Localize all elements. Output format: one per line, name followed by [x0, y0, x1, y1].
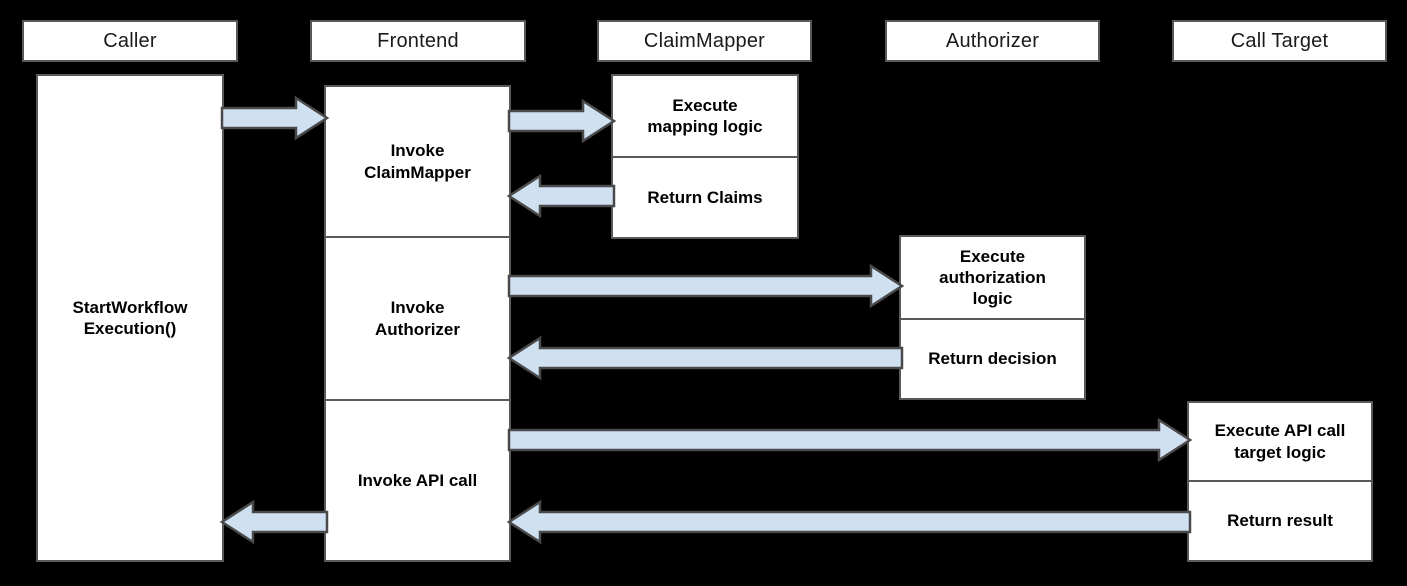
- activation-label-return-claims: Return Claims: [647, 187, 763, 207]
- activation-label-invoke-claimmapper: Invoke ClaimMapper: [364, 141, 471, 182]
- activation-label-execute-mapping-logic: Execute mapping logic: [647, 95, 763, 136]
- message-arrow-calltarget-to-frontend[interactable]: [506, 499, 1192, 545]
- lifeline-header-caller-label: Caller: [103, 29, 157, 52]
- activation-label-return-decision: Return decision: [928, 349, 1057, 369]
- lifeline-header-claimmapper-label: ClaimMapper: [643, 29, 766, 52]
- activation-caller[interactable]: StartWorkflow Execution(): [36, 74, 224, 562]
- activation-claimmapper[interactable]: Execute mapping logic Return Claims: [611, 74, 799, 239]
- lifeline-header-frontend-label: Frontend: [377, 29, 459, 52]
- lifeline-header-frontend[interactable]: Frontend: [310, 20, 526, 62]
- segment-divider: [1189, 480, 1371, 482]
- message-arrow-frontend-to-calltarget[interactable]: [507, 417, 1193, 463]
- segment-divider: [901, 318, 1084, 320]
- lifeline-header-calltarget-label: Call Target: [1230, 29, 1329, 52]
- activation-label-startworkflow-execution: StartWorkflow Execution(): [72, 297, 188, 338]
- activation-label-execute-api-call-target-logic: Execute API call target logic: [1214, 421, 1346, 462]
- message-arrow-frontend-to-caller[interactable]: [219, 499, 329, 545]
- activation-label-invoke-api-call: Invoke API call: [357, 470, 478, 490]
- activation-label-execute-authorization-logic: Execute authorization logic: [939, 246, 1046, 309]
- segment-divider: [326, 399, 509, 401]
- lifeline-header-authorizer-label: Authorizer: [945, 29, 1040, 52]
- lifeline-header-claimmapper[interactable]: ClaimMapper: [597, 20, 812, 62]
- message-arrow-claimmapper-to-frontend[interactable]: [506, 173, 616, 219]
- segment-divider: [326, 236, 509, 238]
- activation-label-return-result: Return result: [1227, 511, 1333, 531]
- segment-divider: [613, 156, 797, 158]
- activation-frontend[interactable]: Invoke ClaimMapper Invoke Authorizer Inv…: [324, 85, 511, 562]
- message-arrow-frontend-to-claimmapper[interactable]: [507, 98, 617, 144]
- message-arrow-frontend-to-authorizer[interactable]: [507, 263, 905, 309]
- message-arrow-authorizer-to-frontend[interactable]: [506, 335, 904, 381]
- message-arrow-caller-to-frontend[interactable]: [220, 95, 330, 141]
- lifeline-header-caller[interactable]: Caller: [22, 20, 238, 62]
- activation-calltarget[interactable]: Execute API call target logic Return res…: [1187, 401, 1373, 562]
- activation-authorizer[interactable]: Execute authorization logic Return decis…: [899, 235, 1086, 400]
- lifeline-header-calltarget[interactable]: Call Target: [1172, 20, 1387, 62]
- lifeline-header-authorizer[interactable]: Authorizer: [885, 20, 1100, 62]
- activation-label-invoke-authorizer: Invoke Authorizer: [375, 298, 460, 339]
